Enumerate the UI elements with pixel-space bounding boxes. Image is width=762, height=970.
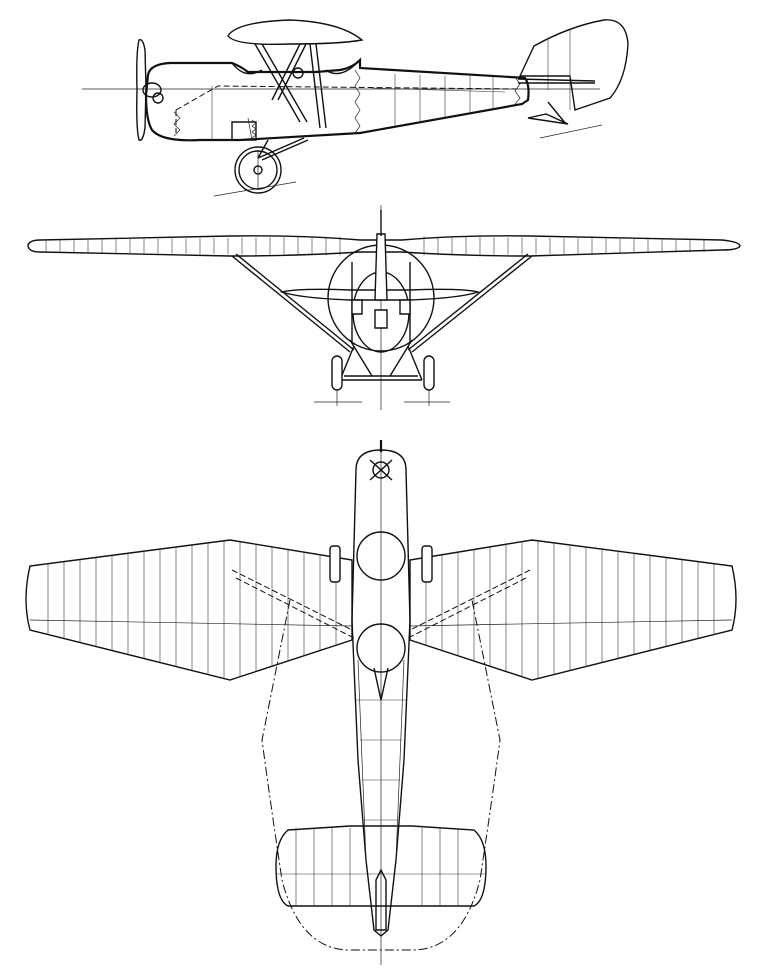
cockpit-front <box>357 532 405 580</box>
tailplane-top <box>276 826 486 906</box>
wing-strut-icon <box>232 570 530 638</box>
upper-wing-side <box>228 20 362 44</box>
wing-strut-icon <box>232 254 532 352</box>
engine-cowling-icon <box>232 118 256 140</box>
front-wing-ribs <box>46 236 704 255</box>
wing-strut-icon <box>255 44 326 128</box>
propeller-icon <box>137 40 163 141</box>
tail-fin-icon <box>518 20 628 138</box>
main-wing-ribs <box>48 541 714 679</box>
fuselage-top <box>352 450 410 936</box>
upper-wing-front <box>28 236 740 256</box>
wheel-icon <box>235 147 281 193</box>
cowling-frame <box>176 86 520 133</box>
fuselage-side <box>146 60 529 140</box>
propeller-icon <box>375 234 387 300</box>
front-view <box>0 200 762 420</box>
tail-fin-icon <box>376 870 386 930</box>
cockpit-rear <box>357 624 405 672</box>
tailplane-ribs <box>276 828 486 906</box>
main-wing-top <box>26 540 352 680</box>
lower-wing-outline <box>262 600 500 950</box>
side-view <box>0 0 762 205</box>
wheel-icon <box>314 356 450 406</box>
fuselage-frames <box>212 74 505 140</box>
top-view <box>0 420 762 970</box>
engine-cowling-icon <box>370 460 392 480</box>
